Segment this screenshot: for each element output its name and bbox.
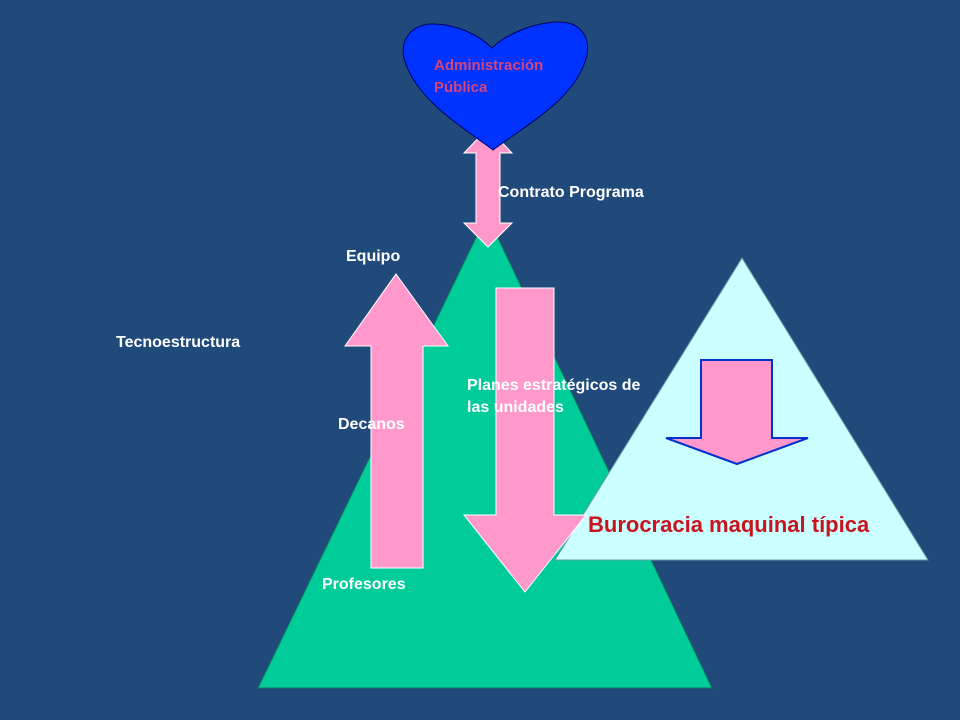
decanos-up-arrow — [344, 273, 449, 569]
contrato-programa-arrow — [462, 127, 514, 248]
administracion-publica-label: Administración Pública — [434, 55, 543, 99]
tecnoestructura-label: Tecnoestructura — [116, 334, 241, 351]
administracion-heart — [402, 21, 589, 151]
profesores-label: Profesores — [322, 576, 406, 593]
decanos-label: Decanos — [338, 416, 405, 433]
contrato-programa-label: Contrato Programa — [498, 184, 644, 201]
planes-down-arrow — [462, 287, 588, 593]
equipo-label: Equipo — [346, 248, 401, 265]
burocracia-maquinal-label: Burocracia maquinal típica — [588, 512, 870, 537]
planes-estrategicos-label: Planes estratégicos de las unidades — [467, 375, 640, 419]
planes-line2: las unidades — [467, 399, 564, 416]
planes-line1: Planes estratégicos de — [467, 377, 641, 394]
administracion-line2: Pública — [434, 79, 488, 96]
machine-down-arrow — [665, 359, 809, 466]
administracion-line1: Administración — [434, 57, 544, 74]
